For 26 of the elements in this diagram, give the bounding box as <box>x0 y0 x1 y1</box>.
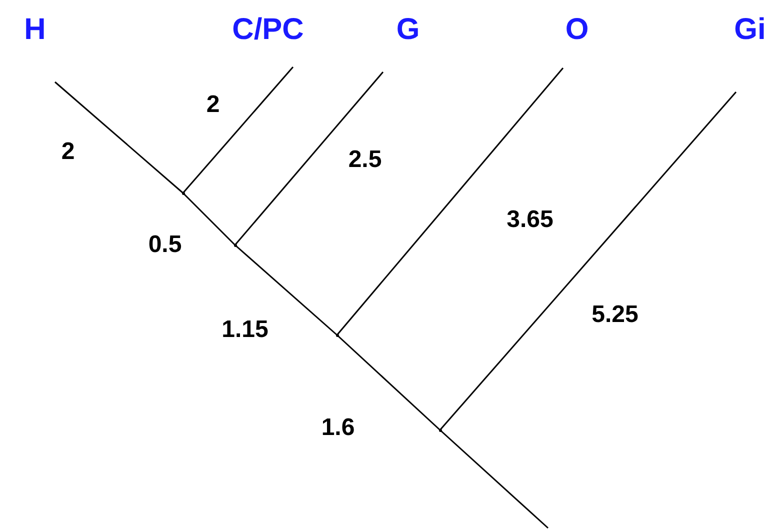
tree-branch <box>54 81 184 194</box>
tree-branch <box>182 66 294 194</box>
tree-branch <box>234 72 384 246</box>
taxon-label: Gi <box>734 14 766 46</box>
branch-node <box>336 334 338 336</box>
branch-node <box>438 428 442 432</box>
taxon-label: C/PC <box>232 14 304 46</box>
branch-length-label: 2.5 <box>348 147 382 173</box>
taxon-label: G <box>396 14 420 46</box>
branch-length-label: 2 <box>61 139 75 165</box>
tree-branch <box>234 244 338 336</box>
taxon-label: O <box>565 14 589 46</box>
tree-branch <box>336 334 440 431</box>
tree-branch <box>182 192 236 246</box>
branch-node <box>182 192 184 194</box>
tree-branch <box>440 429 548 529</box>
tree-branch <box>336 68 564 336</box>
branch-node <box>234 244 236 246</box>
branch-length-label: 5.25 <box>592 302 638 328</box>
branch-length-label: 1.15 <box>222 317 268 343</box>
branch-length-label: 1.6 <box>321 415 355 441</box>
taxon-label: H <box>24 14 46 46</box>
branch-length-label: 2 <box>206 92 220 118</box>
branch-length-label: 3.65 <box>506 207 554 233</box>
tree-branch <box>439 92 737 430</box>
branch-length-label: 0.5 <box>148 232 182 258</box>
